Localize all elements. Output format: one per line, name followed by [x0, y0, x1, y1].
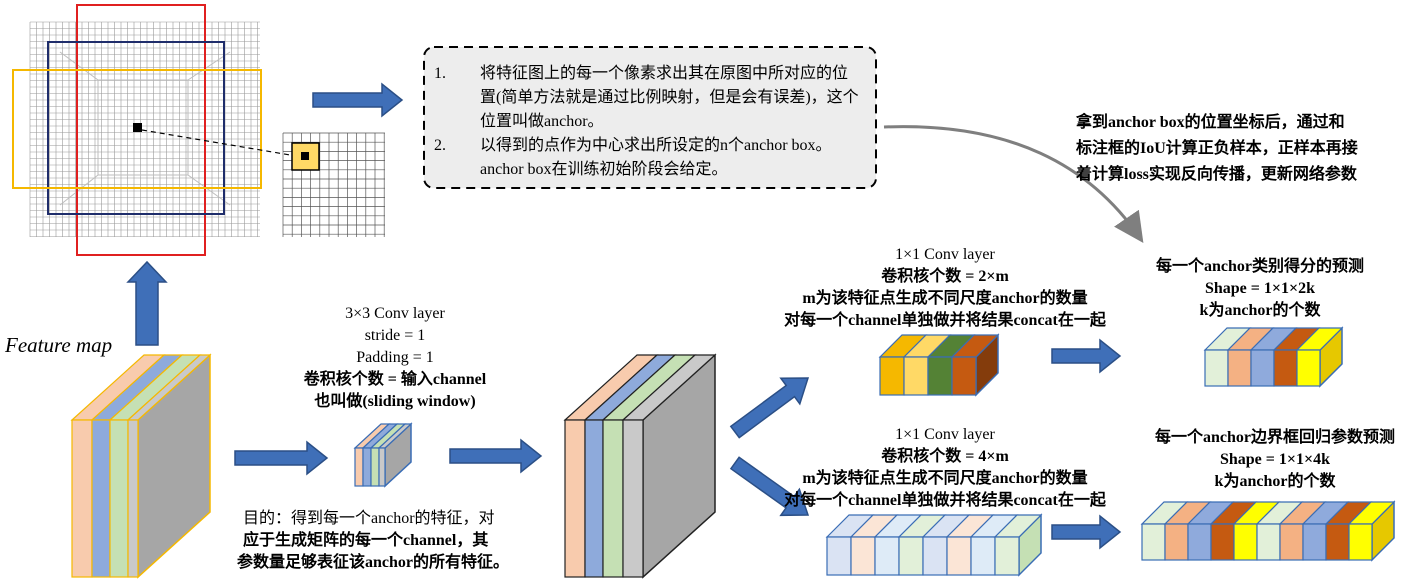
conv1-reg-kernels: 卷积核个数 = 4×m	[881, 448, 1009, 465]
purpose-line-3: 参数量足够表征该anchor的所有特征。	[237, 554, 510, 571]
reg-output-block	[1140, 500, 1396, 562]
conv1-cls-m-desc: m为该特征点生成不同尺度anchor的数量	[802, 290, 1088, 307]
right-note-line-1: 拿到anchor box的位置坐标后，通过和	[1076, 114, 1345, 131]
conv1-cls-kernels: 卷积核个数 = 2×m	[881, 268, 1009, 285]
reg-out-title: 每一个anchor边界框回归参数预测	[1154, 429, 1395, 446]
arrow-to-cls-branch	[729, 377, 810, 439]
note-list: 1. 将特征图上的每一个像素求出其在原图中所对应的位置(简单方法就是通过比例映射…	[430, 62, 860, 182]
right-note: 拿到anchor box的位置坐标后，通过和 标注框的IoU计算正负样本，正样本…	[1076, 110, 1358, 188]
arrow-to-conv3	[234, 440, 329, 476]
arrow-to-intermediate	[449, 438, 543, 474]
anchor-box-navy	[47, 41, 225, 215]
cls-out-shape: Shape = 1×1×2k	[1204, 280, 1316, 297]
reg-out-text: 每一个anchor边界框回归参数预测 Shape = 1×1×4k k为anch…	[1130, 427, 1419, 493]
conv3-alias: 也叫做(sliding window)	[314, 393, 476, 410]
conv1-cls-text: 1×1 Conv layer 卷积核个数 = 2×m m为该特征点生成不同尺度a…	[745, 244, 1145, 332]
anchor-illustration	[12, 4, 303, 256]
conv3-text: 3×3 Conv layer stride = 1 Padding = 1 卷积…	[270, 303, 520, 413]
feature-map-grid	[282, 132, 385, 237]
conv1-cls-title: 1×1 Conv layer	[895, 246, 995, 263]
note-num-2: 2.	[434, 137, 446, 154]
reg-out-k-desc: k为anchor的个数	[1214, 473, 1336, 490]
cls-out-k-desc: k为anchor的个数	[1199, 302, 1321, 319]
conv1-reg-concat: 对每一个channel单独做并将结果concat在一起	[784, 492, 1106, 509]
arrow-to-reg-branch	[729, 456, 810, 517]
cls-conv-block	[878, 333, 1000, 397]
cls-out-text: 每一个anchor类别得分的预测 Shape = 1×1×2k k为anchor…	[1130, 256, 1390, 322]
conv1-reg-m-desc: m为该特征点生成不同尺度anchor的数量	[802, 470, 1088, 487]
feature-map-label: Feature map	[5, 333, 113, 357]
arrow-to-note	[312, 82, 404, 118]
grid-perspective-lines	[59, 51, 231, 206]
flow-arrows	[126, 82, 1122, 550]
curved-arrow	[883, 125, 1144, 243]
anchor-box-yellow	[12, 69, 262, 189]
conv1-cls-concat: 对每一个channel单独做并将结果concat在一起	[784, 312, 1106, 329]
mapping-dashed-line	[141, 129, 303, 158]
arrow-up-to-image	[126, 260, 168, 346]
note-item-1: 1. 将特征图上的每一个像素求出其在原图中所对应的位置(简单方法就是通过比例映射…	[430, 62, 860, 134]
anchor-center-point	[133, 123, 142, 132]
purpose-line-2: 应于生成矩阵的每一个channel，其	[243, 532, 489, 549]
conv1-reg-text: 1×1 Conv layer 卷积核个数 = 4×m m为该特征点生成不同尺度a…	[745, 424, 1145, 512]
note-num-1: 1.	[434, 65, 446, 82]
conv1-reg-title: 1×1 Conv layer	[895, 426, 995, 443]
intermediate-block	[563, 353, 717, 579]
note-box	[423, 46, 877, 189]
feature-map-block	[70, 353, 212, 579]
cls-output-block	[1203, 326, 1344, 388]
image-grid	[29, 21, 260, 237]
note-text-2: 以得到的点作为中心求出所设定的n个anchor box。 anchor box在…	[480, 137, 832, 178]
conv3-padding: Padding = 1	[356, 349, 434, 366]
sliding-window-block	[353, 422, 413, 488]
purpose-text: 目的：得到每一个anchor的特征，对 应于生成矩阵的每一个channel，其 …	[237, 508, 509, 574]
cls-out-title: 每一个anchor类别得分的预测	[1155, 258, 1364, 275]
note-text-1: 将特征图上的每一个像素求出其在原图中所对应的位置(简单方法就是通过比例映射，但是…	[480, 65, 859, 130]
conv3-stride: stride = 1	[364, 327, 426, 344]
anchor-box-red	[76, 4, 206, 256]
reg-conv-block	[825, 513, 1043, 577]
right-note-line-3: 着计算loss实现反向传播，更新网络参数	[1076, 166, 1357, 183]
reg-out-shape: Shape = 1×1×4k	[1219, 451, 1331, 468]
arrow-to-cls-output	[1051, 338, 1122, 374]
purpose-line-1: 目的：得到每一个anchor的特征，对	[243, 510, 495, 527]
arrow-to-reg-output	[1051, 514, 1122, 550]
note-item-2: 2. 以得到的点作为中心求出所设定的n个anchor box。 anchor b…	[430, 134, 860, 182]
conv3-title: 3×3 Conv layer	[345, 305, 445, 322]
conv3-kernels: 卷积核个数 = 输入channel	[303, 371, 487, 388]
right-note-line-2: 标注框的IoU计算正负样本，正样本再接	[1076, 140, 1358, 157]
